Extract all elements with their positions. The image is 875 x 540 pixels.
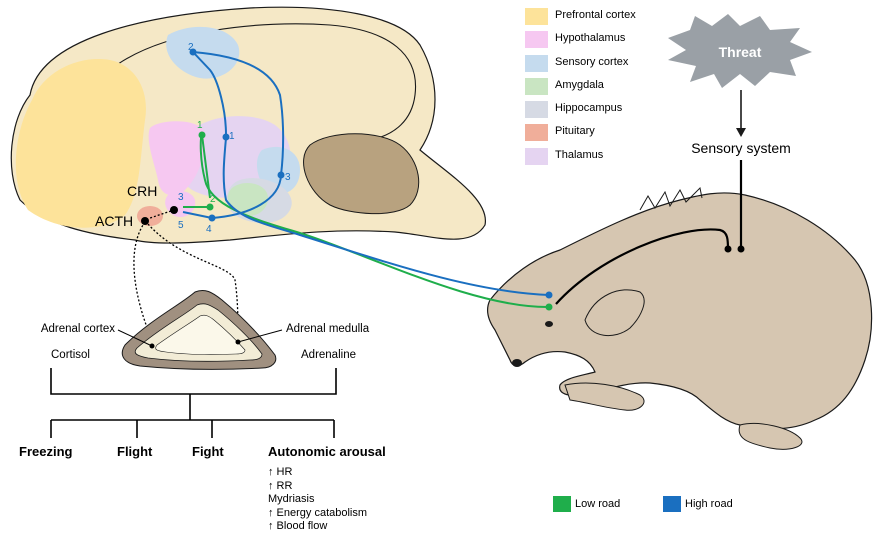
threat-arrowhead	[736, 128, 746, 137]
legend-swatch	[525, 31, 548, 48]
low-road-number-1: 1	[197, 120, 203, 131]
response-tree	[51, 368, 336, 438]
low-road-label: Low road	[575, 498, 620, 510]
legend-label: Prefrontal cortex	[555, 9, 636, 21]
high-road-number-5: 5	[178, 220, 184, 231]
dog-eye	[545, 321, 553, 327]
sensory-node-b	[738, 246, 745, 253]
dog-body	[488, 193, 872, 429]
high-road-number-1: 1	[229, 131, 235, 142]
high-node-3	[278, 172, 285, 179]
arousal-item: ↑ HR	[268, 466, 367, 480]
low-road-node	[546, 304, 553, 311]
legend-swatch	[525, 78, 548, 95]
high-road-number-2: 2	[188, 42, 194, 53]
low-road-number-3: 3	[178, 192, 184, 203]
threat-group: Threat Sensory system	[668, 14, 812, 156]
adrenaline-label: Adrenaline	[301, 349, 356, 361]
legend-swatch	[525, 148, 548, 165]
autonomic-arousal-list: ↑ HR ↑ RR Mydriasis ↑ Energy catabolism …	[268, 466, 367, 534]
legend-swatch	[525, 124, 548, 141]
legend-label: Sensory cortex	[555, 56, 628, 68]
low-road-legend: Low road	[553, 496, 620, 512]
low-road-swatch	[553, 496, 571, 512]
sensory-node-a	[725, 246, 732, 253]
arousal-item: ↑ RR	[268, 480, 367, 494]
legend-label: Amygdala	[555, 79, 604, 91]
legend-swatch	[525, 8, 548, 25]
adrenal-medulla-label: Adrenal medulla	[286, 323, 370, 335]
low-road-number-2: 2	[210, 194, 216, 205]
high-road-number-3: 3	[285, 172, 291, 183]
legend-label: Hypothalamus	[555, 32, 625, 44]
arousal-item: Mydriasis	[268, 493, 367, 507]
arousal-item: ↑ Energy catabolism	[268, 507, 367, 521]
threat-label: Threat	[719, 44, 762, 60]
pituitary-region	[137, 206, 163, 226]
dog	[488, 188, 872, 449]
legend-swatch	[525, 101, 548, 118]
sensory-system-label: Sensory system	[691, 140, 791, 156]
high-node-4	[209, 215, 216, 222]
high-road-number-4: 4	[206, 224, 212, 235]
adrenal-cortex-label: Adrenal cortex	[41, 323, 115, 335]
fight-label: Fight	[192, 444, 224, 459]
low-node-1	[199, 132, 206, 139]
adrenal-gland	[118, 290, 282, 369]
acth-label: ACTH	[95, 213, 133, 229]
dog-front-leg	[565, 383, 644, 410]
acth-node	[141, 217, 149, 225]
high-road-node	[546, 292, 553, 299]
cortisol-label: Cortisol	[51, 349, 90, 361]
brain	[11, 7, 485, 243]
high-road-legend: High road	[663, 496, 733, 512]
legend-label: Hippocampus	[555, 102, 622, 114]
legend-label: Pituitary	[555, 125, 595, 137]
dog-nose	[512, 359, 522, 367]
crh-node	[170, 206, 178, 214]
autonomic-arousal-label: Autonomic arousal	[268, 444, 386, 459]
high-road-label: High road	[685, 498, 733, 510]
arousal-item: ↑ Blood flow	[268, 520, 367, 534]
legend-swatch	[525, 55, 548, 72]
high-road-swatch	[663, 496, 681, 512]
flight-label: Flight	[117, 444, 153, 459]
freezing-label: Freezing	[19, 444, 73, 459]
legend-label: Thalamus	[555, 149, 603, 161]
crh-label: CRH	[127, 183, 157, 199]
